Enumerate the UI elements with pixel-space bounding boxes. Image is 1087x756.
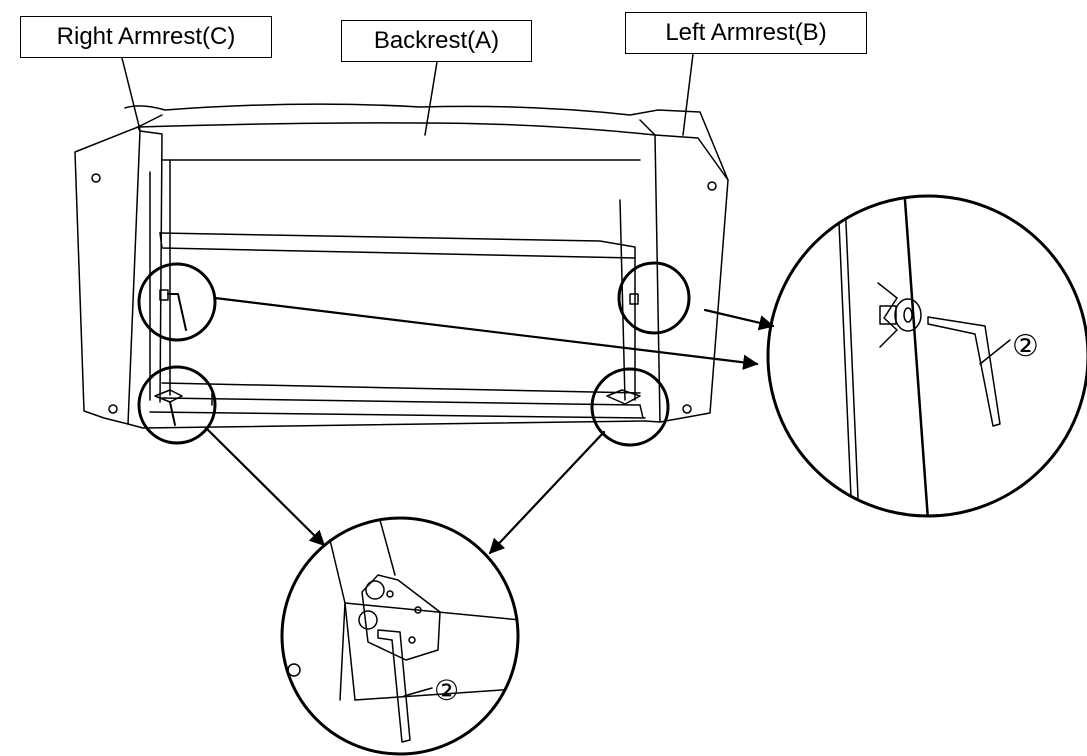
sofa-frame <box>74 103 729 429</box>
part-number-lower: ② <box>434 674 459 707</box>
pointer-arrows <box>204 296 775 555</box>
lower-bracket-detail <box>280 516 520 756</box>
part-number-upper: ② <box>1012 329 1039 364</box>
left-armrest-label: Left Armrest(B) <box>625 12 867 54</box>
upper-bolt-detail <box>766 194 1087 518</box>
detail-circles <box>137 261 691 447</box>
right-armrest-label: Right Armrest(C) <box>20 16 272 58</box>
